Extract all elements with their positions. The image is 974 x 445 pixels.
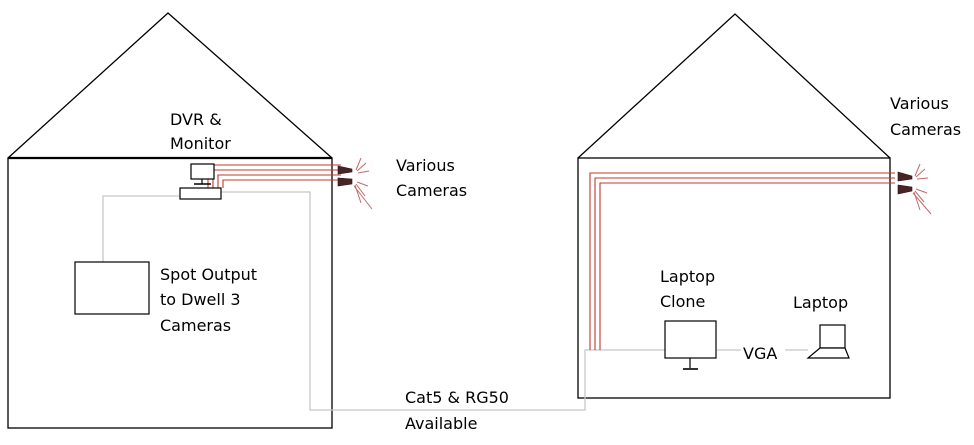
- cameras-right-label-line2: Cameras: [890, 120, 961, 139]
- cameras-left-label-line2: Cameras: [396, 181, 467, 200]
- cable-label-line1: Cat5 & RG50: [405, 388, 509, 407]
- cable-label-line2: Available: [405, 414, 477, 433]
- spot-output-label-line1: Spot Output: [160, 265, 257, 284]
- camera-icon: [337, 157, 373, 210]
- right-house-roof: [577, 13, 891, 159]
- cameras-right-label-line1: Various: [890, 94, 949, 113]
- cat5-rg50-cable: [221, 191, 665, 411]
- laptop-label: Laptop: [793, 293, 848, 312]
- laptop-clone-monitor-icon: [664, 320, 717, 370]
- left-house: [7, 12, 333, 429]
- right-house: [577, 13, 891, 399]
- spot-output-label-line2: to Dwell 3: [160, 290, 241, 309]
- left-camera-cable: [207, 164, 341, 188]
- spot-output-cable: [102, 195, 180, 262]
- camera-icon: [897, 163, 932, 215]
- dvr-label-line1: DVR &: [170, 110, 222, 129]
- right-camera-cable: [589, 172, 895, 350]
- spot-output-monitor: [74, 261, 150, 315]
- dvr-box: [179, 187, 222, 200]
- vga-label: VGA: [743, 344, 777, 363]
- laptop-clone-label-line1: Laptop: [660, 267, 715, 286]
- laptop-clone-label-line2: Clone: [660, 292, 705, 311]
- dvr-label-line2: Monitor: [170, 134, 231, 153]
- network-cable: [102, 191, 665, 411]
- dvr-monitor-icon: [179, 163, 222, 200]
- monitor-screen: [190, 163, 215, 180]
- left-house-roof: [7, 12, 333, 159]
- laptop-icon: [806, 324, 850, 359]
- right-house-wall: [577, 157, 891, 399]
- cameras-left-label-line1: Various: [396, 156, 455, 175]
- spot-output-label-line3: Cameras: [160, 316, 231, 335]
